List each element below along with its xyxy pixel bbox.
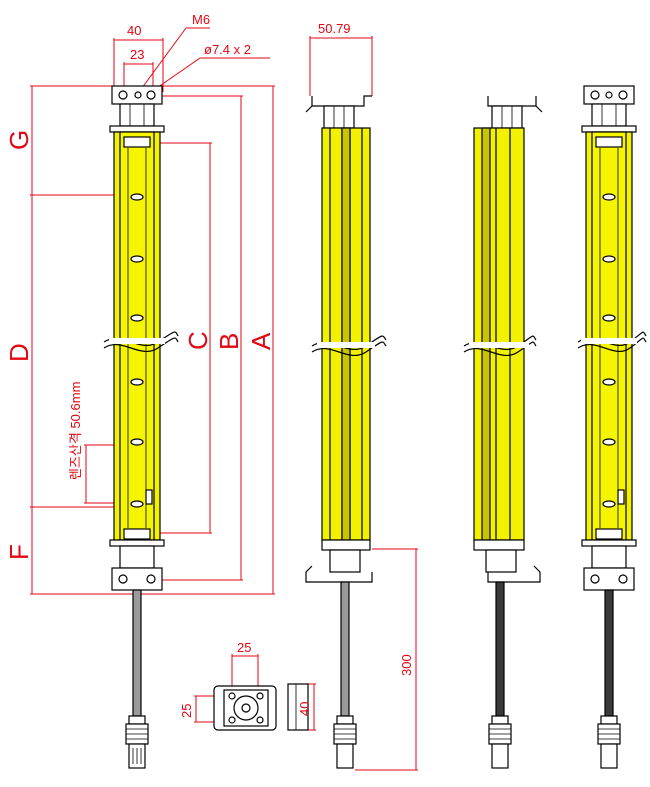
- dim-bracket-25-top: 25: [237, 640, 251, 655]
- front-view-lenses: [103, 85, 179, 769]
- dim-m6: M6: [192, 12, 210, 27]
- bracket-detail: [213, 683, 309, 731]
- label-g: G: [4, 130, 34, 150]
- dimension-text: 40 23 M6 ø7.4 x 2 50.79 300 25 25 40 렌즈산…: [4, 12, 414, 718]
- side-view: [305, 95, 387, 769]
- label-f: F: [4, 544, 34, 560]
- dim-40: 40: [127, 23, 141, 38]
- label-c: C: [183, 331, 213, 350]
- dim-lens-pitch: 렌즈산격 50.6mm: [68, 382, 83, 480]
- dim-50-79: 50.79: [318, 21, 351, 36]
- rear-side-view: [463, 96, 543, 769]
- dim-300: 300: [399, 654, 414, 676]
- dimension-lines: [30, 27, 418, 771]
- dim-23: 23: [130, 47, 144, 62]
- label-a: A: [246, 332, 276, 350]
- dim-hole: ø7.4 x 2: [204, 42, 251, 57]
- label-d: D: [4, 343, 34, 362]
- front-view-right: [577, 85, 647, 769]
- dim-bracket-40: 40: [297, 702, 312, 716]
- dim-bracket-25-left: 25: [179, 704, 194, 718]
- label-b: B: [214, 333, 244, 350]
